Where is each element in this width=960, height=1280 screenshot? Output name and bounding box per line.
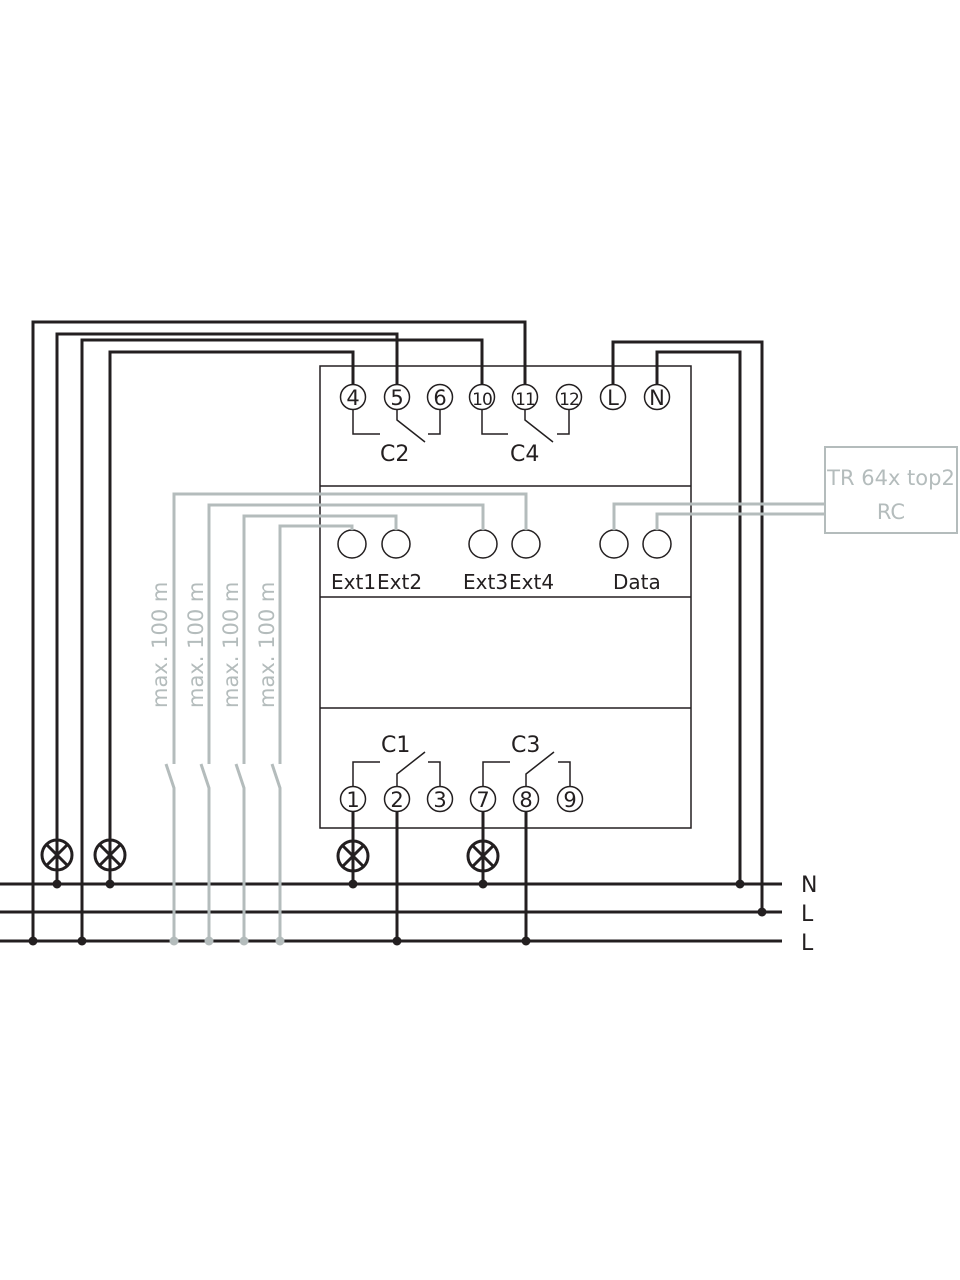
terminal-2: 2 [390,788,403,812]
cable-limit-3: max. 100 m [219,582,243,708]
terminal-5: 5 [390,386,403,410]
relay-label-c1: C1 [381,733,410,758]
terminal-10: 10 [472,390,492,410]
contact-c3 [482,751,571,786]
terminal-6: 6 [433,386,446,410]
bus-label-l2: L [801,931,814,956]
input-label-data: Data [613,570,661,594]
control-wiring [164,492,825,941]
remote-box [824,446,958,534]
remote-label-line2: RC [877,500,905,524]
terminal-12: 12 [559,390,579,410]
top-terminals: 4 5 6 10 11 12 L N [339,383,671,411]
bottom-terminals: 1 2 3 7 8 9 [339,785,584,813]
relay-label-c4: C4 [510,442,539,467]
contact-c2 [352,410,441,443]
lamp-1 [40,838,74,872]
terminal-9: 9 [563,788,576,812]
input-label-ext4: Ext4 [509,570,554,594]
bus-lines [0,882,782,943]
terminal-8: 8 [519,788,532,812]
terminal-4: 4 [346,386,359,410]
lamp-2 [93,838,127,872]
relay-label-c2: C2 [380,442,409,467]
bus-label-l1: L [801,902,814,927]
cable-limit-4: max. 100 m [255,582,279,708]
input-label-ext1: Ext1 [331,570,376,594]
bus-label-n: N [801,873,817,898]
input-terminals [337,529,672,559]
top-wiring [31,320,764,941]
terminal-7: 7 [476,788,489,812]
remote-label-line1: TR 64x top2 [826,466,955,490]
contact-c1 [352,751,441,786]
junction-dots [28,879,767,946]
terminal-n: N [649,386,665,410]
terminal-3: 3 [433,788,446,812]
terminal-11: 11 [515,390,535,410]
input-label-ext2: Ext2 [377,570,422,594]
input-label-ext3: Ext3 [463,570,508,594]
terminal-l: L [607,386,619,410]
relay-label-c3: C3 [511,733,540,758]
lamp-3 [336,812,370,884]
cable-limit-2: max. 100 m [184,582,208,708]
cable-limit-1: max. 100 m [148,582,172,708]
lamp-4 [466,812,500,884]
terminal-1: 1 [346,788,359,812]
device-housing [319,365,692,829]
contact-c4 [481,410,570,443]
control-junctions [169,936,285,946]
